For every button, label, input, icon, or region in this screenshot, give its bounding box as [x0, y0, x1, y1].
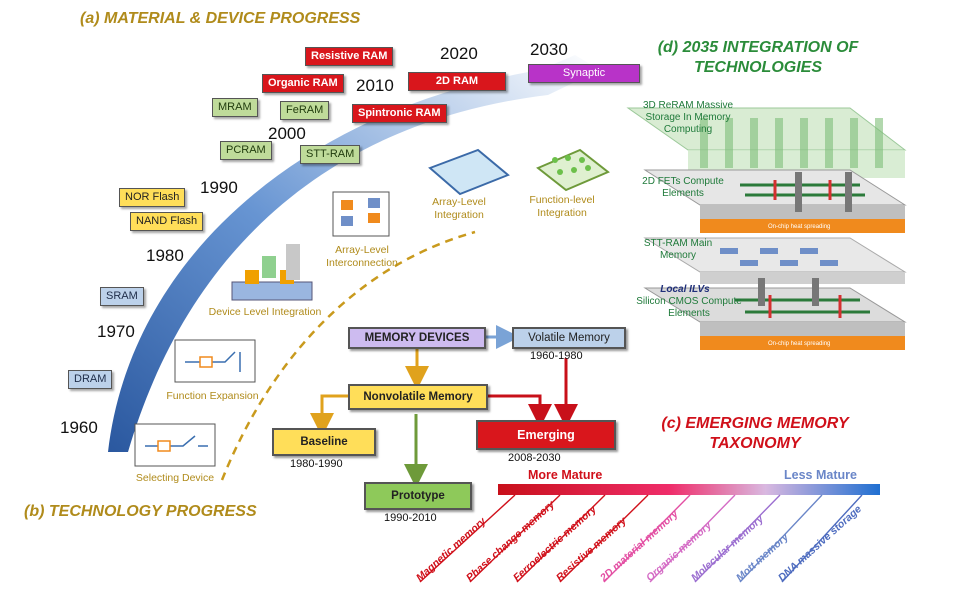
volatile-years: 1960-1980 — [530, 350, 583, 362]
device-nor-flash: NOR Flash — [119, 188, 186, 207]
integration-stack — [626, 107, 907, 350]
year-1980: 1980 — [146, 246, 184, 265]
caption-selecting-device: Selecting Device — [135, 472, 215, 484]
baseline-years: 1980-1990 — [290, 458, 343, 470]
less-mature-label: Less Mature — [784, 468, 857, 482]
section-c-title: (c) EMERGING MEMORY TAXONOMY — [661, 415, 849, 452]
caption-array-interconnection: Array-Level Interconnection — [326, 244, 398, 269]
caption-function-integration: Function-level Integration — [529, 194, 595, 219]
stack-cmos-label: Silicon CMOS Compute Elements — [636, 296, 742, 319]
technology-arc — [220, 230, 476, 481]
section-b-title: (b) TECHNOLOGY PROGRESS — [24, 503, 257, 520]
year-2000: 2000 — [268, 124, 306, 143]
box-nonvolatile-memory: Nonvolatile Memory — [348, 384, 488, 410]
prototype-years: 1990-2010 — [384, 512, 437, 524]
caption-device-level: Device Level Integration — [208, 306, 322, 318]
section-d-title: (d) 2035 INTEGRATION OF TECHNOLOGIES — [657, 39, 859, 76]
emerging-years: 2008-2030 — [508, 452, 561, 464]
year-1990: 1990 — [200, 178, 238, 197]
stack-stt-label: STT-RAM Main Memory — [643, 238, 713, 261]
array-level-graphic — [428, 148, 610, 196]
year-2030: 2030 — [530, 40, 568, 59]
device-dram: DRAM — [68, 370, 113, 389]
year-2010: 2010 — [356, 76, 394, 95]
stack-reram-label: 3D ReRAM Massive Storage In Memory Compu… — [642, 100, 734, 135]
box-volatile-memory: Volatile Memory — [512, 327, 626, 349]
device-sram: SRAM — [100, 287, 144, 306]
caption-array-integration: Array-Level Integration — [432, 196, 486, 221]
device-nand-flash: NAND Flash — [130, 212, 204, 231]
device-level-graphic — [231, 244, 313, 301]
device-feram: FeRAM — [280, 101, 330, 120]
box-prototype: Prototype — [364, 482, 472, 510]
device-resistive-ram: Resistive RAM — [305, 47, 394, 66]
year-1960: 1960 — [60, 418, 98, 437]
device-synaptic: Synaptic — [528, 64, 640, 83]
device-pcram: PCRAM — [220, 141, 272, 160]
device-spintronic-ram: Spintronic RAM — [352, 104, 447, 123]
stack-fets-label: 2D FETs Compute Elements — [642, 176, 724, 199]
caption-function-expansion: Function Expansion — [166, 390, 259, 402]
heat-spreading-label-1: On-chip heat spreading — [768, 224, 831, 230]
stack-ilv-label: Local ILVs — [660, 284, 710, 295]
box-memory-devices: MEMORY DEVICES — [348, 327, 486, 349]
box-emerging: Emerging — [476, 420, 616, 450]
maturity-bar — [498, 484, 880, 495]
heat-spreading-label-2: On-chip heat spreading — [768, 341, 831, 347]
more-mature-label: More Mature — [528, 468, 603, 482]
device-mram: MRAM — [212, 98, 258, 117]
taxonomy-fan — [419, 494, 863, 583]
year-2020: 2020 — [440, 44, 478, 63]
section-a-title: (a) MATERIAL & DEVICE PROGRESS — [80, 10, 361, 27]
device-stt-ram: STT-RAM — [300, 145, 361, 164]
year-1970: 1970 — [97, 322, 135, 341]
timeline-arrow — [108, 55, 600, 452]
box-baseline: Baseline — [272, 428, 376, 456]
device-organic-ram: Organic RAM — [262, 74, 344, 93]
device-2d-ram: 2D RAM — [408, 72, 506, 91]
